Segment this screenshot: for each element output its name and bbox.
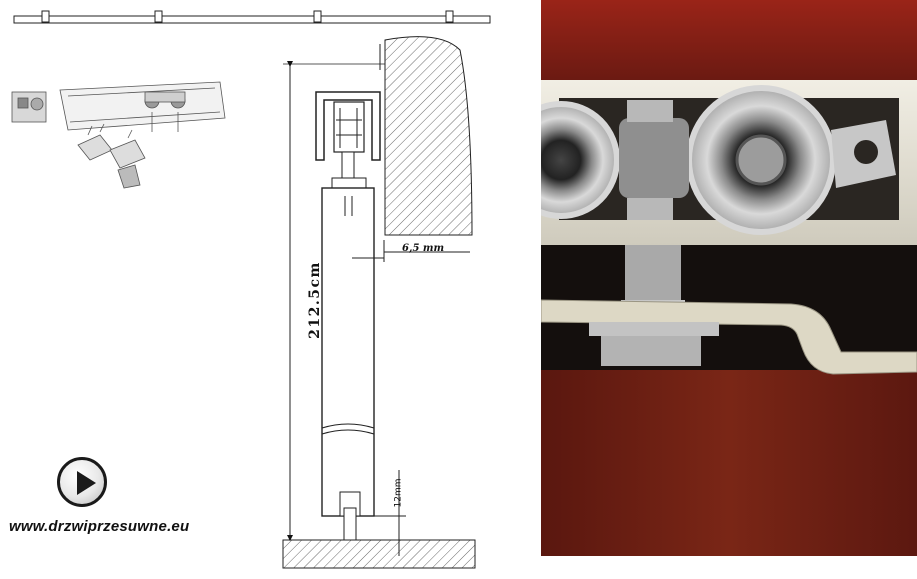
technical-drawing-panel: 212.5cm 6,5 mm 12mm www.drzwiprzesuwne.e… [9,10,491,569]
gap-dimension-label: 6,5 mm [402,243,445,254]
height-dimension-label: 212.5cm [306,261,323,339]
website-url-text[interactable]: www.drzwiprzesuwne.eu [9,518,190,535]
door-cross-section [282,36,476,569]
technical-drawing [11,10,491,569]
floor-gap-dimension-label: 12mm [393,478,404,508]
product-photo [502,0,917,574]
roller-mechanism-photo [502,0,917,574]
play-icon [77,471,96,495]
top-rail-drawing [13,10,491,24]
play-video-button[interactable] [57,457,107,507]
exploded-assembly-sketch [11,81,226,189]
